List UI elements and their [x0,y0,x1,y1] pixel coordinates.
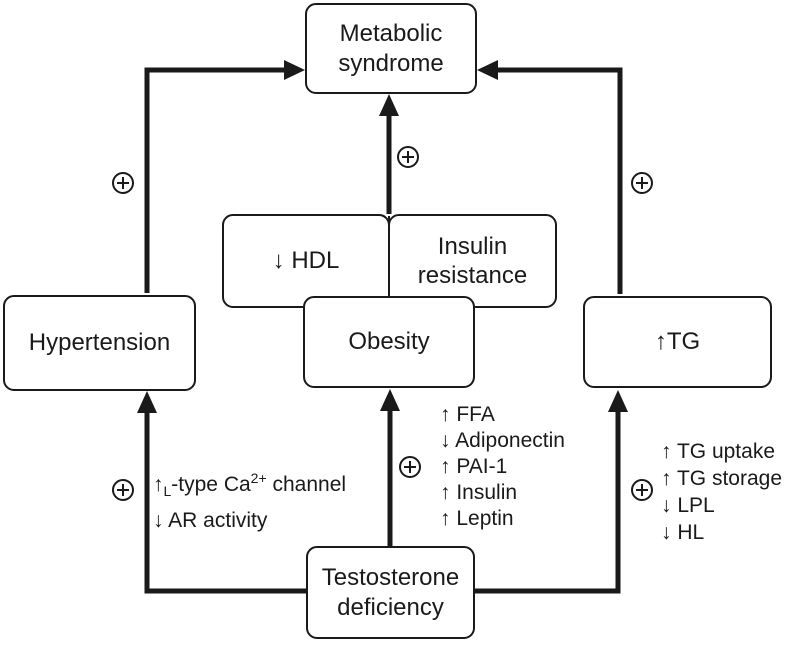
circled-plus-icon [112,479,134,501]
mechanism-item: ↑ TG uptake [661,440,776,463]
node-hypertension: Hypertension [3,295,196,391]
mechanism-item: ↑ FFA [440,403,495,426]
mechanism-item: ↓ Adiponectin [440,429,565,452]
mechanism-item: ↓ AR activity [153,509,268,532]
hypertension-mechanisms-list: ↑L-type Ca2+ channel ↓ AR activity [153,463,346,536]
tg-mechanisms-list: ↑ TG uptake ↑ TG storage ↓ LPL ↓ HL [661,438,782,546]
mechanism-item: ↓ HL [661,521,705,544]
obesity-mechanisms-list: ↑ FFA ↓ Adiponectin ↑ PAI-1 ↑ Insulin ↑ … [440,402,565,532]
node-hdl: ↓ HDL [222,214,390,308]
circled-plus-icon [112,172,134,194]
node-metabolic-syndrome: Metabolic syndrome [305,3,477,94]
node-testosterone-deficiency: Testosterone deficiency [306,546,475,639]
node-insulin-resistance: Insulin resistance [388,214,557,308]
node-triglycerides: ↑TG [583,296,772,388]
circled-plus-icon [631,479,653,501]
arrow-testosterone-to-obesity [380,389,400,548]
mechanism-item: ↑ Leptin [440,507,514,530]
mechanism-item: ↓ LPL [661,494,715,517]
circled-plus-icon [631,172,653,194]
mechanism-item: ↑ TG storage [661,467,782,490]
circled-plus-icon [399,456,421,478]
mechanism-item: ↑ PAI-1 [440,455,508,478]
mechanism-item: ↑ Insulin [440,481,518,504]
node-obesity: Obesity [303,296,475,388]
mechanism-item: ↑L-type Ca2+ channel [153,470,347,499]
circled-plus-icon [397,146,419,168]
